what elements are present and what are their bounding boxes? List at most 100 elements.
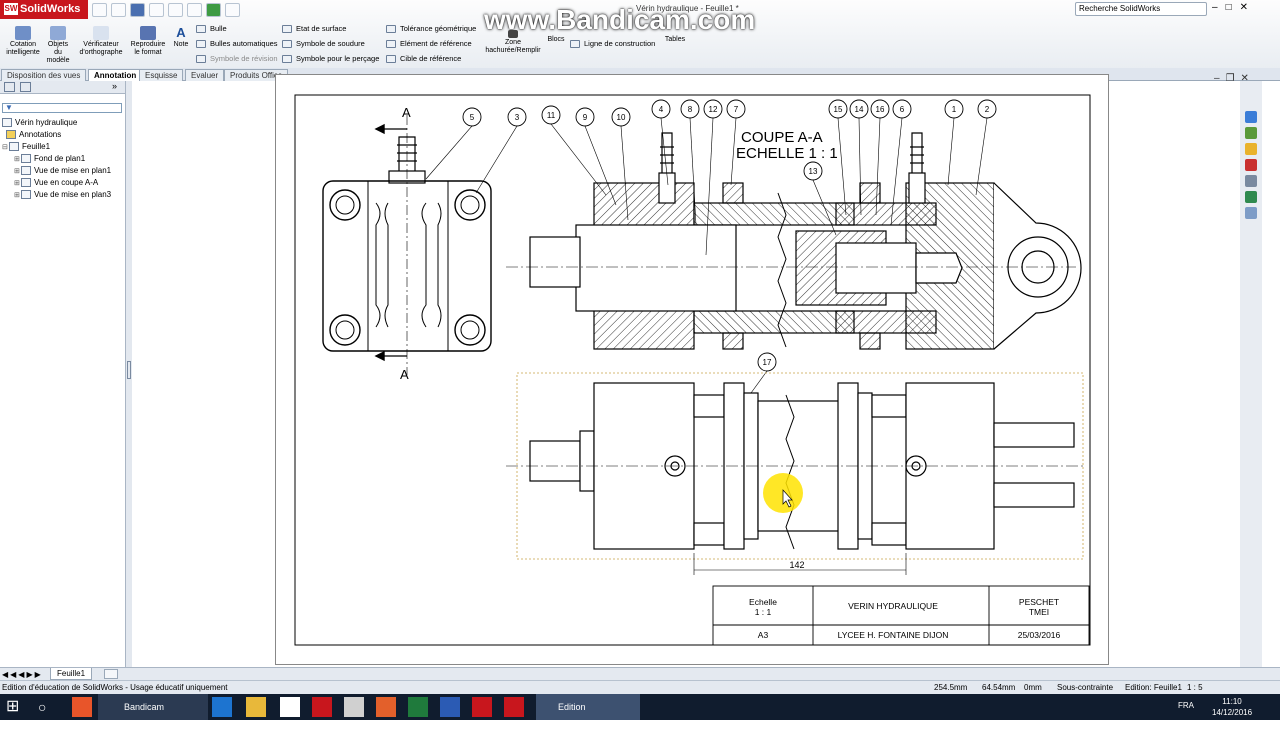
tab-esquisse[interactable]: Esquisse [139,69,184,81]
maximize-icon[interactable]: □ [1225,2,1232,13]
taskbar-task-bandicam[interactable]: Bandicam [98,694,208,720]
note-label: Note [173,41,189,48]
format-painter-label: Reproduire le format [130,41,166,56]
property-manager-icon[interactable] [20,82,31,92]
select-icon[interactable] [187,3,202,17]
geometric-tolerance-button[interactable]: Tolérance géométrique [386,24,476,33]
minimize-icon[interactable]: – [1212,2,1218,13]
close-icon[interactable]: ✕ [1239,2,1248,13]
app-icon-2[interactable] [472,697,492,717]
design-library-icon[interactable] [1245,127,1257,139]
datum-target-icon [386,55,396,63]
tab-annotation[interactable]: Annotation [88,69,143,81]
app-icon[interactable] [344,697,364,717]
solidworks-taskbar-icon[interactable] [312,697,332,717]
start-button-icon[interactable]: ⊞ [6,698,20,715]
feature-tree-icon[interactable] [4,82,15,92]
expand-icon[interactable]: ⊞ [14,180,20,187]
weld-symbol-button[interactable]: Symbole de soudure [282,39,365,48]
view-minimize-icon[interactable]: – [1214,73,1220,84]
store-icon[interactable] [280,697,300,717]
drawing-border [294,94,1091,646]
bandicam-app-icon[interactable] [72,697,92,717]
hole-callout-button[interactable]: Symbole pour le perçage [282,54,379,63]
file-explorer-icon[interactable] [1245,143,1257,155]
view-close-icon[interactable]: ✕ [1240,73,1249,84]
tree-item-annotations[interactable]: Annotations [6,129,61,140]
new-file-icon[interactable] [92,3,107,17]
expand-chevron-icon[interactable]: » [112,81,118,91]
open-file-icon[interactable] [111,3,126,17]
auto-balloon-button[interactable]: Bulles automatiques [196,39,278,48]
datum-target-button[interactable]: Cible de référence [386,54,461,63]
tree-item-section-view[interactable]: ⊞Vue en coupe A-A [14,177,98,189]
save-icon[interactable] [130,3,145,17]
options-icon[interactable] [225,3,240,17]
drawing-sheet[interactable]: A A COUPE A-A ECHELLE 1 : 1 [275,74,1109,665]
app-icon-3[interactable] [504,697,524,717]
splitter-handle-icon[interactable] [127,361,131,379]
tree-root[interactable]: Vérin hydraulique [2,117,77,128]
datum-feature-button[interactable]: Elément de référence [386,39,472,48]
add-sheet-icon[interactable] [104,669,118,679]
expand-icon[interactable]: ⊞ [14,192,20,199]
print-icon[interactable] [149,3,164,17]
word-icon[interactable] [440,697,460,717]
expand-icon[interactable]: ⊞ [14,156,20,163]
tables-button[interactable]: Tables [660,36,690,44]
format-painter-button[interactable]: Reproduire le format [128,26,168,57]
status-x: 254.5mm [934,683,968,692]
model-items-button[interactable]: Objets du modèle [44,26,72,65]
section-letter-bottom: A [400,367,409,382]
firefox-icon[interactable] [376,697,396,717]
area-hatch-button[interactable]: Zone hachurée/Remplir [484,30,542,55]
sheet-tab-feuille1[interactable]: Feuille1 [50,668,93,680]
file-explorer-taskbar-icon[interactable] [246,697,266,717]
drawing-canvas: A A COUPE A-A ECHELLE 1 : 1 [294,94,1091,646]
panel-splitter[interactable] [126,81,132,667]
excel-icon[interactable] [408,697,428,717]
center-line-icon [570,40,580,48]
revision-symbol-button[interactable]: Symbole de révision [196,54,278,63]
balloon-label: 12 [709,105,718,114]
tab-disposition[interactable]: Disposition des vues [1,69,87,81]
custom-properties-icon[interactable] [1245,207,1257,219]
format-painter-icon [140,26,156,40]
center-line-button[interactable]: Ligne de construction [570,39,655,48]
view-restore-icon[interactable]: ❐ [1225,73,1235,84]
expand-icon[interactable]: ⊞ [14,168,20,175]
spell-checker-button[interactable]: Vérificateur d'orthographe [76,26,126,57]
balloon-label: 14 [855,105,864,114]
tree-filter-input[interactable]: ▼ [2,103,122,113]
balloon-button[interactable]: Bulle [196,24,227,33]
view-palette-icon[interactable] [1245,175,1257,187]
edge-icon[interactable] [212,697,232,717]
undo-icon[interactable] [168,3,183,17]
collapse-icon[interactable]: ⊟ [2,144,8,151]
taskbar-task-solidworks[interactable]: Edition d'éducation... [536,694,640,738]
weld-symbol-icon [282,40,292,48]
language-indicator[interactable]: FRA [1178,701,1194,710]
search-input[interactable]: Recherche SolidWorks [1075,2,1207,16]
surface-finish-button[interactable]: Etat de surface [282,24,346,33]
tree-item-label: Vue de mise en plan1 [34,166,112,175]
tree-item-view1[interactable]: ⊞ Vue de mise en plan1 [14,165,111,177]
tab-evaluer[interactable]: Evaluer [185,69,225,81]
appearances-icon[interactable] [1245,191,1257,203]
tree-item-view3[interactable]: ⊞Vue de mise en plan3 [14,189,111,201]
search-results-icon[interactable] [1245,159,1257,171]
smart-dimension-button[interactable]: Cotation intelligente [4,26,42,57]
tree-item-feuille1[interactable]: ⊟Feuille1 [2,141,50,153]
hole-callout-icon [282,55,292,63]
sheet-nav-arrows[interactable]: ◀◀◀▶▶ [2,670,43,679]
rebuild-icon[interactable] [206,3,221,17]
search-taskbar-icon[interactable]: ○ [38,699,47,715]
hole-callout-label: Symbole pour le perçage [296,54,380,63]
resources-icon[interactable] [1245,111,1257,123]
tree-item-fond-de-plan[interactable]: ⊞Fond de plan1 [14,153,85,165]
drawing-view-icon [21,166,31,176]
blocks-button[interactable]: Blocs [545,36,567,44]
